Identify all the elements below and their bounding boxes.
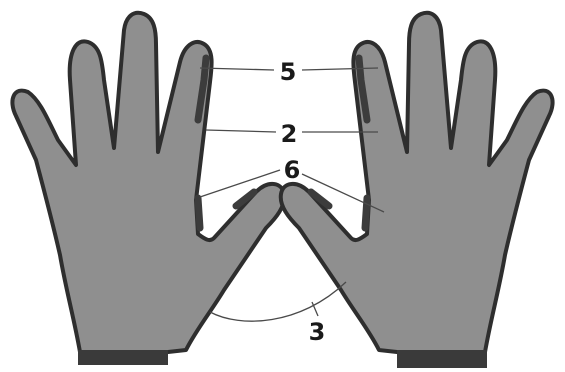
left-glove-cuff [78, 350, 168, 365]
callout-label-2: 2 [281, 120, 298, 148]
leader-3-arc [210, 282, 346, 321]
leader-2-left [206, 130, 276, 132]
right-glove-palm-edge-stripe [365, 198, 367, 228]
right-glove-cuff [397, 350, 487, 368]
callout-label-5: 5 [280, 58, 297, 86]
left-glove [12, 13, 284, 365]
callout-label-3: 3 [309, 318, 326, 346]
right-glove [281, 13, 553, 368]
left-glove-palm-edge-stripe [198, 198, 200, 228]
callout-label-6: 6 [284, 156, 301, 184]
